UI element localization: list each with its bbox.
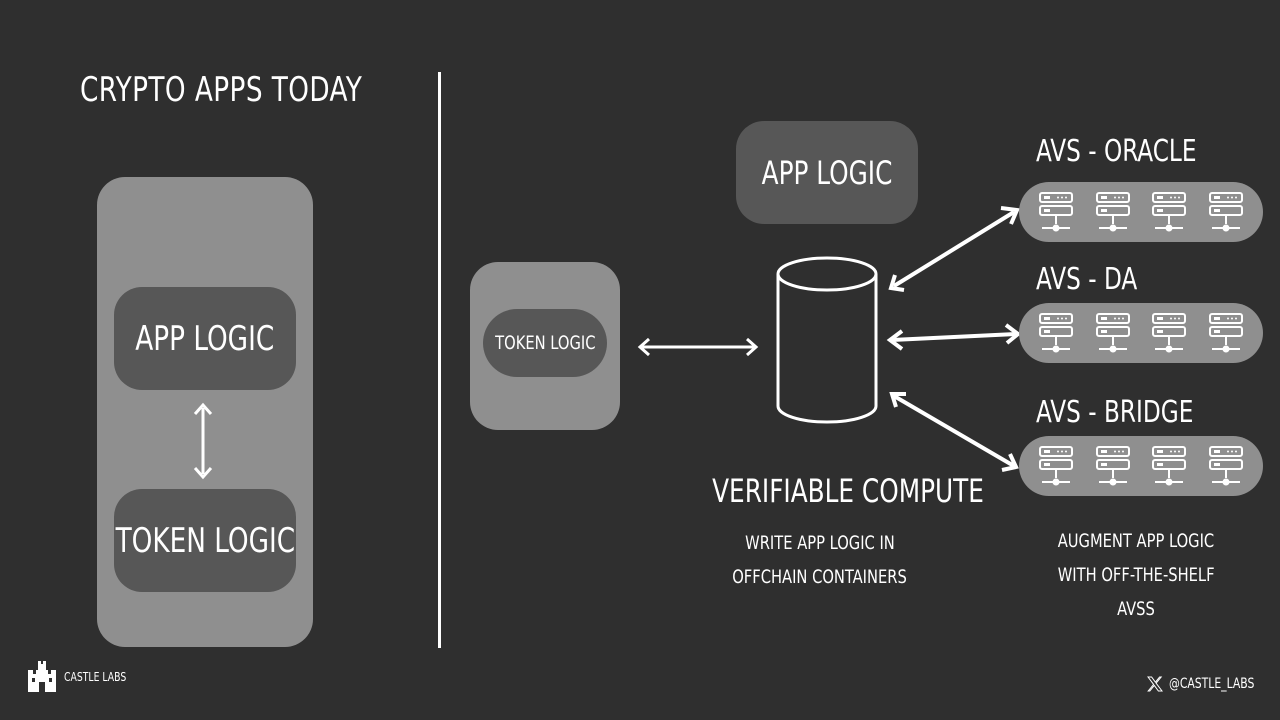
avs-da-node-group — [1019, 303, 1263, 363]
social-handle-text: @CASTLE_LABS — [1168, 676, 1255, 692]
avs-desc-line-3: AVSS — [1117, 598, 1155, 620]
brand-footer: CASTLE LABS — [26, 660, 136, 694]
app-logic-box-left: APP LOGIC — [114, 287, 296, 390]
app-logic-label-left: APP LOGIC — [135, 318, 275, 359]
server-rack-icon — [1038, 446, 1073, 486]
server-rack-icon — [1038, 192, 1073, 232]
server-rack-icon — [1095, 446, 1130, 486]
avs-desc-line-1: AUGMENT APP LOGIC — [1057, 530, 1215, 552]
x-logo-icon — [1146, 676, 1163, 692]
verifiable-compute-description: WRITE APP LOGIC IN OFFCHAIN CONTAINERS — [700, 526, 940, 594]
avs-connection-arrows — [886, 206, 1022, 472]
server-rack-icon — [1152, 313, 1187, 353]
database-cylinder-icon — [776, 256, 878, 424]
brand-name: CASTLE LABS — [64, 670, 127, 684]
compute-desc-line-1: WRITE APP LOGIC IN — [745, 532, 895, 554]
app-logic-box-right: APP LOGIC — [736, 121, 918, 224]
server-rack-icon — [1095, 192, 1130, 232]
bidirectional-arrow-token-compute — [637, 337, 759, 357]
server-rack-icon — [1152, 192, 1187, 232]
server-rack-icon — [1152, 446, 1187, 486]
server-rack-icon — [1209, 446, 1244, 486]
arrow-to-da — [891, 332, 1017, 342]
avs-oracle-title: AVS - ORACLE — [1036, 134, 1197, 169]
verifiable-compute-title: VERIFIABLE COMPUTE — [712, 472, 984, 510]
section-title-crypto-apps-today: CRYPTO APPS TODAY — [80, 70, 363, 110]
arrow-to-oracle — [892, 210, 1016, 288]
avs-da-title: AVS - DA — [1036, 262, 1138, 297]
bidirectional-arrow-vertical — [193, 402, 213, 480]
server-rack-icon — [1038, 313, 1073, 353]
social-handle[interactable]: @CASTLE_LABS — [1146, 676, 1268, 692]
app-logic-label-right: APP LOGIC — [761, 153, 893, 192]
token-logic-box-right: TOKEN LOGIC — [483, 309, 607, 377]
castle-logo-icon — [28, 661, 56, 692]
server-rack-icon — [1209, 313, 1244, 353]
avs-description: AUGMENT APP LOGIC WITH OFF-THE-SHELF AVS… — [1016, 524, 1256, 626]
avs-bridge-title: AVS - BRIDGE — [1036, 395, 1194, 430]
section-divider — [438, 72, 441, 648]
avs-desc-line-2: WITH OFF-THE-SHELF — [1057, 564, 1215, 586]
compute-desc-line-2: OFFCHAIN CONTAINERS — [732, 566, 908, 588]
token-logic-label-right: TOKEN LOGIC — [494, 332, 596, 354]
server-rack-icon — [1095, 313, 1130, 353]
avs-oracle-node-group — [1019, 182, 1263, 242]
token-logic-label-left: TOKEN LOGIC — [115, 520, 295, 561]
avs-bridge-node-group — [1019, 436, 1263, 496]
arrow-to-bridge — [892, 394, 1016, 468]
token-logic-box-left: TOKEN LOGIC — [114, 489, 296, 592]
server-rack-icon — [1209, 192, 1244, 232]
